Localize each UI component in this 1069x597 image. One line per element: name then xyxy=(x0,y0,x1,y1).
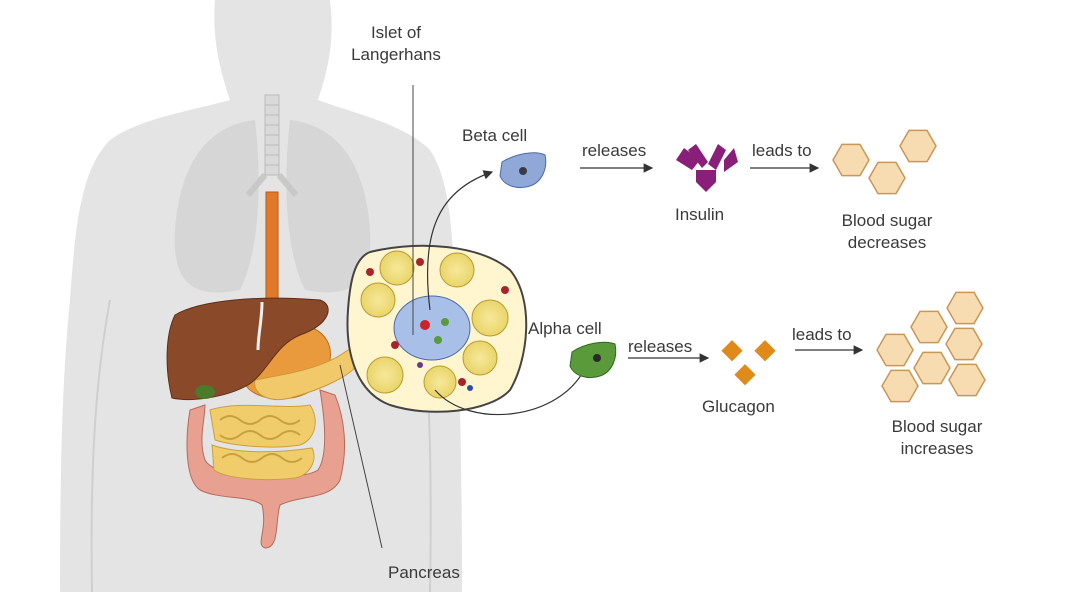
beta-cell xyxy=(499,152,547,189)
bs-increases-line1: Blood sugar xyxy=(891,417,983,436)
glucagon-icon xyxy=(721,340,776,386)
left-arm-line xyxy=(90,299,111,593)
small-intestine-lower xyxy=(211,444,315,481)
sugar-hexagon xyxy=(832,143,870,177)
sugar-hexagon xyxy=(910,310,948,344)
islet-label-line2: Langerhans xyxy=(351,45,441,64)
sugar-hexagon xyxy=(913,351,951,385)
intestines xyxy=(186,389,346,549)
alpha-cell-label: Alpha cell xyxy=(528,319,602,338)
sugar-hexagons-increase xyxy=(876,291,986,403)
acinar-clusters xyxy=(360,250,509,399)
left-lung xyxy=(174,120,259,293)
sugar-hexagon xyxy=(948,363,986,397)
sugar-hexagons-decrease xyxy=(832,129,937,195)
insulin-label: Insulin xyxy=(675,205,725,224)
sugar-hexagon xyxy=(881,369,919,403)
sugar-hexagon xyxy=(868,161,906,195)
islet-core xyxy=(393,295,471,361)
torso-silhouette xyxy=(60,0,462,593)
releases-top-label: releases xyxy=(582,141,647,160)
arrow-to-alpha-cell xyxy=(434,366,586,416)
blood-sugar-increases-label: Blood sugar increases xyxy=(872,416,1002,460)
islet-label: Islet of Langerhans xyxy=(340,22,452,66)
arrow-to-beta-cell xyxy=(426,170,494,311)
gallbladder xyxy=(195,385,215,399)
small-intestine-upper xyxy=(209,404,316,448)
alpha-cell xyxy=(569,341,617,379)
bs-decreases-line1: Blood sugar xyxy=(841,211,933,230)
sugar-hexagon xyxy=(946,291,984,325)
blood-sugar-decreases-label: Blood sugar decreases xyxy=(822,210,952,254)
releases-bottom-label: releases xyxy=(628,337,693,356)
leads-to-top-label: leads to xyxy=(752,141,812,160)
insulin-icon xyxy=(676,144,738,192)
pancreas-label: Pancreas xyxy=(388,563,460,582)
esophagus xyxy=(265,191,279,303)
body-shape xyxy=(60,0,462,592)
sugar-hexagon xyxy=(876,333,914,367)
glucagon-label: Glucagon xyxy=(702,397,775,416)
islet-label-line1: Islet of xyxy=(370,23,422,42)
right-lung xyxy=(286,120,371,293)
pancreas-leader-line xyxy=(339,364,383,549)
beta-cell-label: Beta cell xyxy=(462,126,528,145)
islet-cross-section xyxy=(346,244,528,413)
liver xyxy=(166,297,329,400)
sugar-hexagon xyxy=(899,129,937,163)
bs-increases-line2: increases xyxy=(900,439,974,458)
sugar-hexagon xyxy=(945,327,983,361)
bs-decreases-line2: decreases xyxy=(847,233,927,252)
leads-to-bottom-label: leads to xyxy=(792,325,852,344)
